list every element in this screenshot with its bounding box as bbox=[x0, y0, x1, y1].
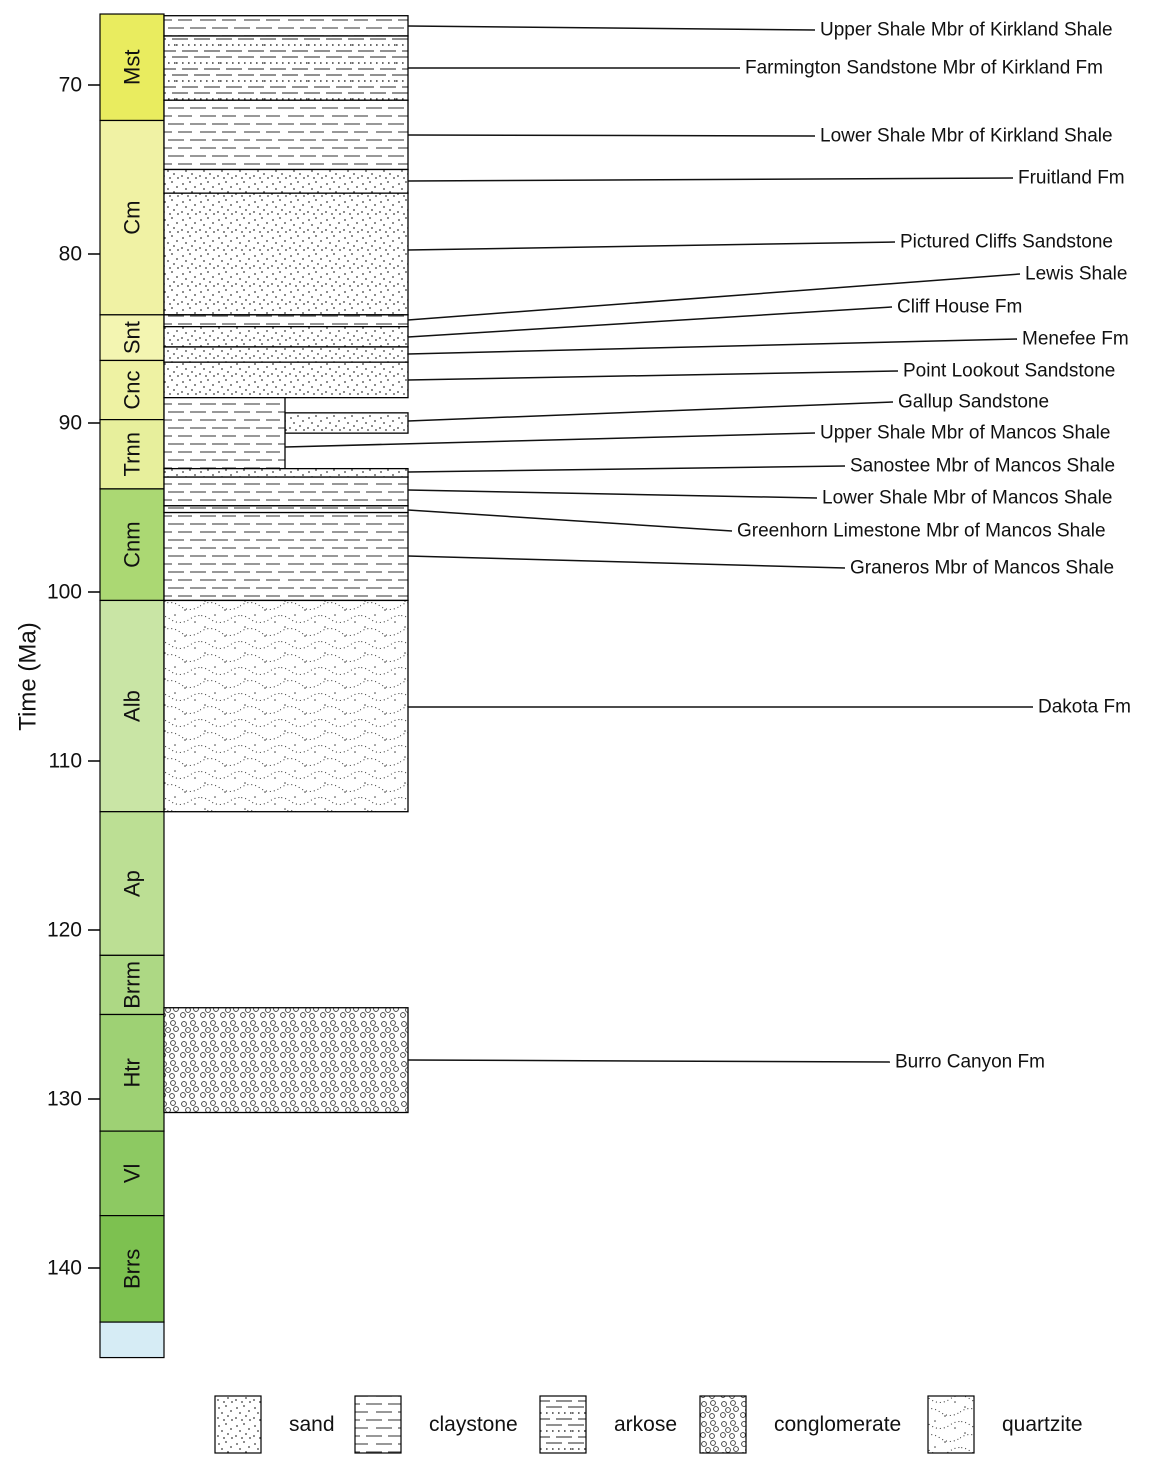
stage-ap bbox=[99, 811, 165, 956]
leader-line-sanostee-mbr-of-mancos-shale bbox=[407, 465, 846, 473]
unit-sanostee-mbr-of-mancos-shale bbox=[163, 467, 409, 478]
unit-graneros-mbr-of-mancos-shale bbox=[163, 511, 409, 602]
unit-pictured-cliffs-sandstone bbox=[163, 192, 409, 316]
stage-label-cnm: Cnm bbox=[120, 521, 145, 567]
leader-line-point-lookout-sandstone bbox=[407, 370, 899, 381]
unit-upper-shale-mbr-of-kirkland-shale bbox=[163, 15, 409, 37]
unit-label-lower-shale-mbr-of-mancos-shale: Lower Shale Mbr of Mancos Shale bbox=[822, 488, 1112, 509]
leader-line-fruitland-fm bbox=[407, 177, 1014, 182]
axis-tick-label: 90 bbox=[59, 412, 82, 435]
unit-label-lewis-shale: Lewis Shale bbox=[1025, 264, 1127, 285]
stage-label-vl: Vl bbox=[120, 1164, 145, 1184]
unit-upper-shale-mbr-of-mancos-shale bbox=[163, 396, 286, 470]
leader-line-cliff-house-fm bbox=[407, 306, 893, 338]
leader-line-upper-shale-mbr-of-kirkland-shale bbox=[407, 25, 816, 31]
stage-label-cnc: Cnc bbox=[120, 370, 145, 409]
unit-point-lookout-sandstone bbox=[163, 361, 409, 399]
stage-label-snt: Snt bbox=[120, 321, 145, 354]
unit-label-burro-canyon-fm: Burro Canyon Fm bbox=[895, 1052, 1045, 1073]
unit-cliff-house-fm bbox=[163, 326, 409, 348]
leader-line-gallup-sandstone bbox=[407, 401, 894, 422]
unit-lower-shale-mbr-of-mancos-shale bbox=[163, 476, 409, 507]
leader-line-lower-shale-mbr-of-mancos-shale bbox=[407, 489, 818, 499]
stage-brrm bbox=[99, 954, 165, 1016]
legend-swatch-claystone bbox=[354, 1395, 402, 1454]
unit-label-pictured-cliffs-sandstone: Pictured Cliffs Sandstone bbox=[900, 232, 1113, 253]
unit-menefee-fm bbox=[163, 346, 409, 363]
unit-label-menefee-fm: Menefee Fm bbox=[1022, 329, 1129, 350]
legend-label-sand: sand bbox=[289, 1413, 335, 1436]
unit-fruitland-fm bbox=[163, 168, 409, 194]
unit-dakota-fm bbox=[163, 599, 409, 813]
legend-swatch-conglomerate bbox=[699, 1395, 747, 1454]
stage-alb bbox=[99, 599, 165, 813]
leader-line-lower-shale-mbr-of-kirkland-shale bbox=[407, 134, 816, 137]
legend-label-conglomerate: conglomerate bbox=[774, 1413, 901, 1436]
stage-label-brrs: Brrs bbox=[120, 1249, 145, 1289]
stage-label-brrm: Brrm bbox=[120, 961, 145, 1009]
axis-tick-label: 70 bbox=[59, 74, 82, 97]
unit-label-lower-shale-mbr-of-kirkland-shale: Lower Shale Mbr of Kirkland Shale bbox=[820, 126, 1113, 147]
legend-swatch-arkose bbox=[539, 1395, 587, 1454]
unit-label-graneros-mbr-of-mancos-shale: Graneros Mbr of Mancos Shale bbox=[850, 558, 1114, 579]
leader-line-pictured-cliffs-sandstone bbox=[407, 241, 896, 251]
stage-label-cm: Cm bbox=[120, 201, 145, 235]
stage-pre-cretaceous bbox=[99, 1321, 165, 1359]
legend-label-claystone: claystone bbox=[429, 1413, 518, 1436]
stage-label-alb: Alb bbox=[120, 690, 145, 722]
unit-lewis-shale bbox=[163, 314, 409, 328]
unit-label-gallup-sandstone: Gallup Sandstone bbox=[898, 392, 1049, 413]
axis-tick-label: 110 bbox=[49, 750, 82, 773]
stage-label-trnn: Trnn bbox=[120, 432, 145, 476]
legend-label-quartzite: quartzite bbox=[1002, 1413, 1083, 1436]
leader-line-lewis-shale bbox=[407, 273, 1021, 321]
stage-htr bbox=[99, 1013, 165, 1132]
unit-greenhorn-limestone-mbr-of-mancos-shale bbox=[163, 505, 409, 514]
axis-tick-label: 80 bbox=[59, 243, 82, 266]
axis-tick-label: 120 bbox=[47, 919, 82, 942]
stage-brrs bbox=[99, 1215, 165, 1323]
legend-swatch-sand bbox=[214, 1395, 262, 1454]
stage-mst bbox=[99, 13, 165, 122]
leader-line-upper-shale-mbr-of-mancos-shale bbox=[284, 432, 816, 448]
unit-label-upper-shale-mbr-of-kirkland-shale: Upper Shale Mbr of Kirkland Shale bbox=[820, 20, 1113, 41]
stage-label-mst: Mst bbox=[120, 50, 145, 85]
leader-line-greenhorn-limestone-mbr-of-mancos-shale bbox=[407, 509, 733, 532]
unit-gallup-sandstone bbox=[284, 412, 409, 434]
legend-swatch-quartzite bbox=[927, 1395, 975, 1454]
unit-label-cliff-house-fm: Cliff House Fm bbox=[897, 297, 1022, 318]
leader-line-burro-canyon-fm bbox=[407, 1059, 891, 1063]
unit-label-farmington-sandstone-mbr-of-kirkland-fm: Farmington Sandstone Mbr of Kirkland Fm bbox=[745, 58, 1103, 79]
leader-line-graneros-mbr-of-mancos-shale bbox=[407, 555, 846, 569]
stage-label-htr: Htr bbox=[120, 1058, 145, 1087]
unit-label-fruitland-fm: Fruitland Fm bbox=[1018, 168, 1125, 189]
unit-label-upper-shale-mbr-of-mancos-shale: Upper Shale Mbr of Mancos Shale bbox=[820, 423, 1110, 444]
unit-lower-shale-mbr-of-kirkland-shale bbox=[163, 99, 409, 171]
unit-label-dakota-fm: Dakota Fm bbox=[1038, 697, 1131, 718]
unit-label-greenhorn-limestone-mbr-of-mancos-shale: Greenhorn Limestone Mbr of Mancos Shale bbox=[737, 521, 1106, 542]
axis-tick-label: 140 bbox=[47, 1257, 82, 1280]
stage-cm bbox=[99, 119, 165, 316]
stage-label-ap: Ap bbox=[120, 870, 145, 897]
unit-label-sanostee-mbr-of-mancos-shale: Sanostee Mbr of Mancos Shale bbox=[850, 456, 1115, 477]
axis-tick-label: 130 bbox=[47, 1088, 82, 1111]
unit-farmington-sandstone-mbr-of-kirkland-fm bbox=[163, 35, 409, 101]
axis-tick-label: 100 bbox=[47, 581, 82, 604]
legend-label-arkose: arkose bbox=[614, 1413, 677, 1436]
axis-title: Time (Ma) bbox=[15, 622, 42, 730]
unit-label-point-lookout-sandstone: Point Lookout Sandstone bbox=[903, 361, 1115, 382]
stage-snt bbox=[99, 314, 165, 362]
leader-line-menefee-fm bbox=[407, 338, 1018, 355]
unit-burro-canyon-fm bbox=[163, 1007, 409, 1114]
